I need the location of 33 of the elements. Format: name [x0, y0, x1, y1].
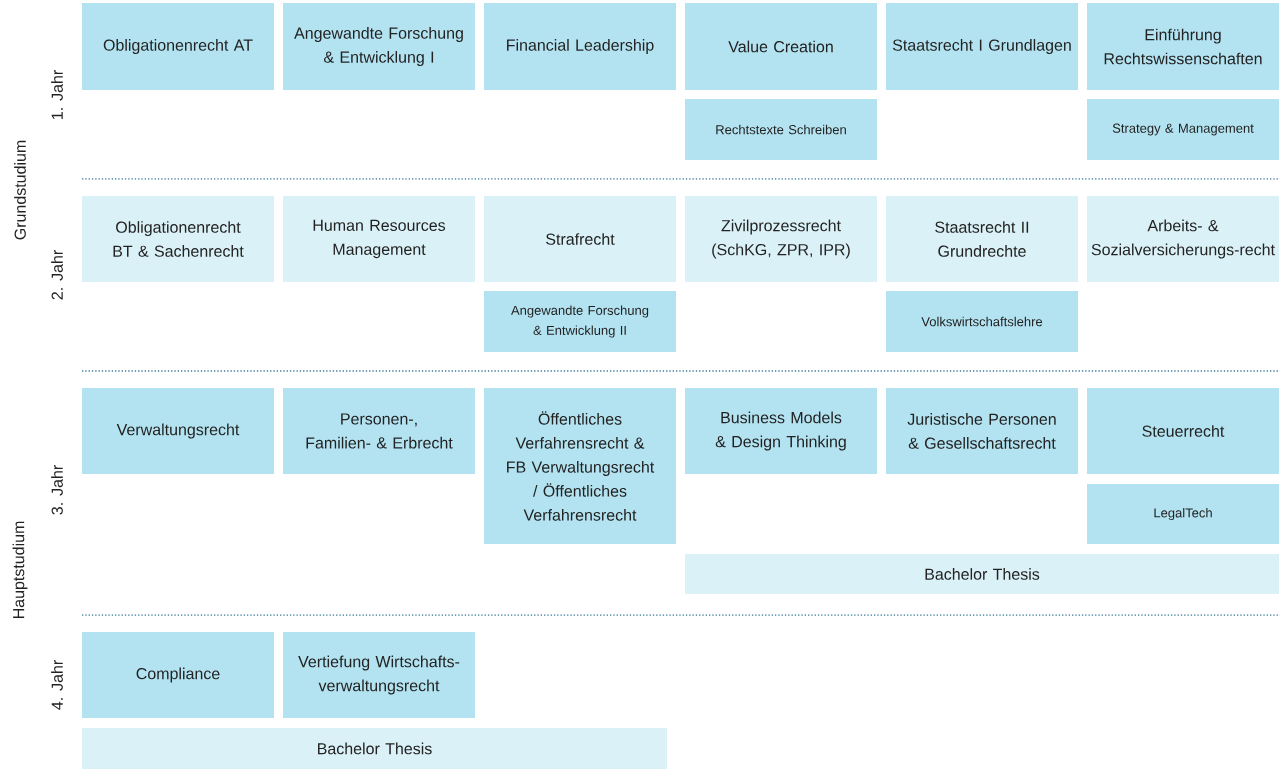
course-box: Bachelor Thesis	[82, 728, 667, 769]
course-box: Arbeits- & Sozialversicherungs-recht	[1087, 196, 1279, 282]
year-label: 3. Jahr	[51, 465, 63, 515]
course-box: Steuerrecht	[1087, 388, 1279, 474]
year-label: 2. Jahr	[51, 250, 63, 300]
course-box: Financial Leadership	[484, 3, 676, 90]
course-box: LegalTech	[1087, 484, 1279, 544]
course-box: Angewandte Forschung & Entwicklung I	[283, 3, 475, 90]
course-box: Strategy & Management	[1087, 99, 1279, 160]
course-box: Öffentliches Verfahrensrecht & FB Verwaltungsrecht / Öffentliches Verfahrensrecht	[484, 388, 676, 544]
course-box: Obligationenrecht BT & Sachenrecht	[82, 196, 274, 282]
course-box: Value Creation	[685, 3, 877, 90]
course-box: Staatsrecht I Grundlagen	[886, 3, 1078, 90]
course-box: Vertiefung Wirtschafts-verwaltungsrecht	[283, 632, 475, 718]
course-box: Personen-, Familien- & Erbrecht	[283, 388, 475, 474]
course-box: Juristische Personen & Gesellschaftsrecht	[886, 388, 1078, 474]
course-box: Business Models & Design Thinking	[685, 388, 877, 474]
course-box: Compliance	[82, 632, 274, 718]
course-box: Rechtstexte Schreiben	[685, 99, 877, 160]
course-box: Staatsrecht II Grundrechte	[886, 196, 1078, 282]
course-box: Bachelor Thesis	[685, 554, 1279, 594]
year-label: 4. Jahr	[51, 660, 63, 710]
year-label: Grundstudium	[14, 140, 26, 240]
course-box: Angewandte Forschung & Entwicklung II	[484, 291, 676, 352]
course-box: Strafrecht	[484, 196, 676, 282]
course-box: Verwaltungsrecht	[82, 388, 274, 474]
course-box: Human Resources Management	[283, 196, 475, 282]
year-label: Hauptstudium	[12, 521, 28, 619]
course-box: Zivilprozessrecht (SchKG, ZPR, IPR)	[685, 196, 877, 282]
course-box: Obligationenrecht AT	[82, 3, 274, 90]
course-box: Volkswirtschaftslehre	[886, 291, 1078, 352]
course-box: Einführung Rechtswissenschaften	[1087, 3, 1279, 90]
year-label: 1. Jahr	[51, 70, 63, 119]
